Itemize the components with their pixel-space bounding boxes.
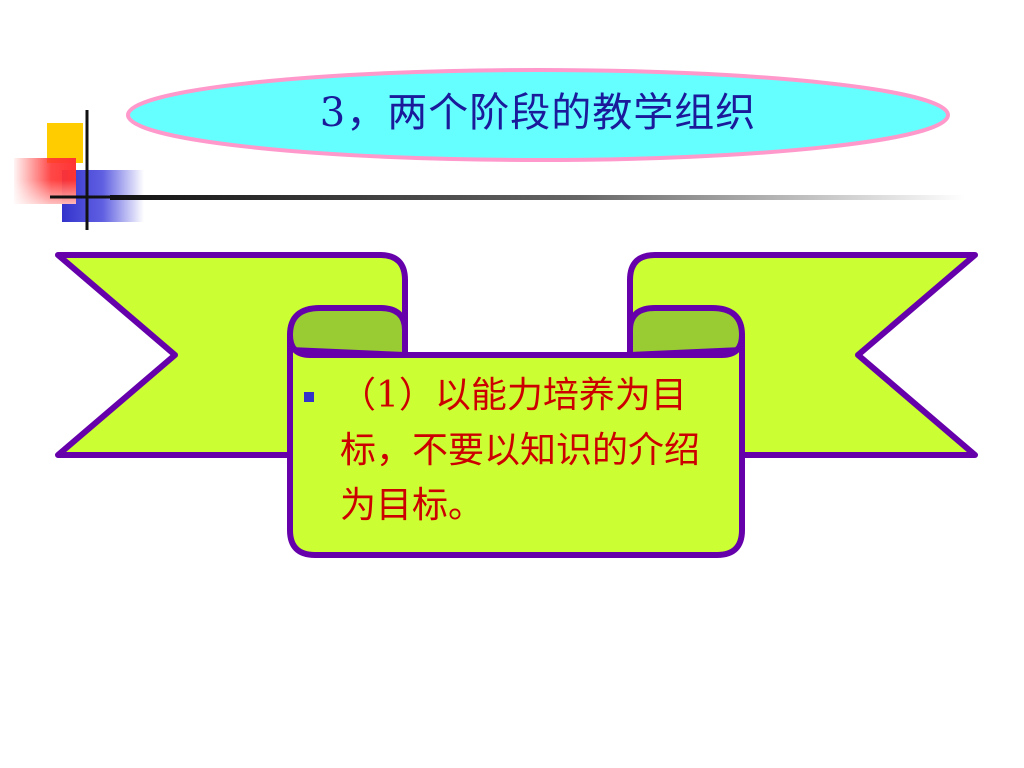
title-ellipse	[126, 68, 950, 162]
title-container: 3，两个阶段的教学组织	[128, 70, 948, 162]
ribbon-center-panel	[287, 332, 745, 558]
corner-decoration	[14, 110, 965, 230]
body-content: （1）以能力培养为目标，不要以知识的介绍为目标。	[300, 368, 730, 538]
ribbon-left-fold	[287, 305, 408, 358]
bullet-text: （1）以能力培养为目标，不要以知识的介绍为目标。	[340, 375, 701, 526]
ribbon-banner	[55, 252, 978, 558]
yellow-square	[47, 123, 83, 163]
horizontal-rule	[110, 195, 965, 200]
bullet-square-icon	[304, 392, 314, 402]
slide-title: 3，两个阶段的教学组织	[319, 90, 757, 136]
ribbon-right-fold	[627, 305, 745, 358]
